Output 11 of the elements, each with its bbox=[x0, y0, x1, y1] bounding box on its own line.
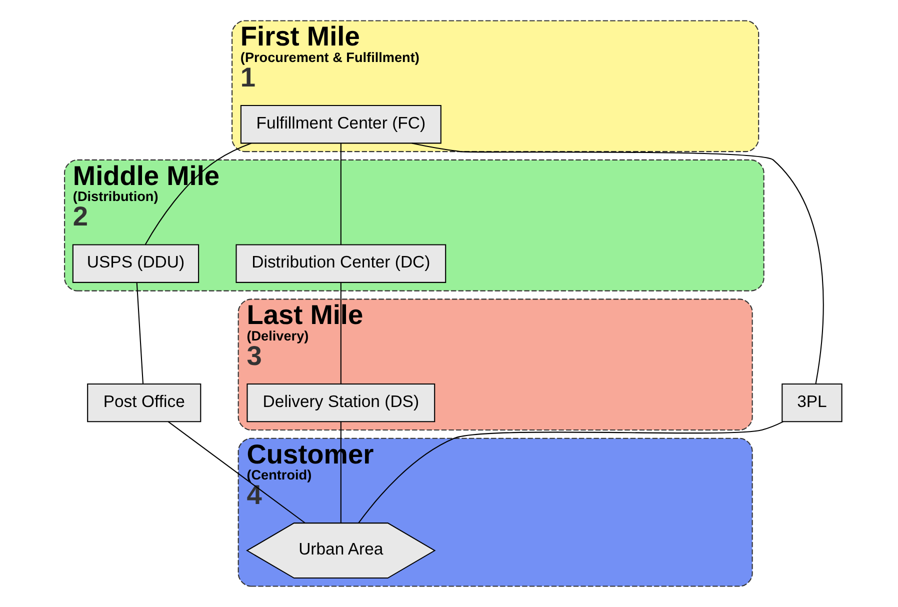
connector bbox=[136, 282, 144, 384]
connector bbox=[168, 421, 306, 524]
node-box: Post Office bbox=[87, 383, 202, 422]
node-box: 3PL bbox=[782, 383, 842, 422]
node-box: Delivery Station (DS) bbox=[246, 383, 436, 422]
connector bbox=[340, 143, 342, 245]
node-box: Fulfillment Center (FC) bbox=[240, 105, 442, 144]
node-box: USPS (DDU) bbox=[72, 244, 200, 283]
node-box: Distribution Center (DC) bbox=[236, 244, 446, 283]
connector bbox=[144, 142, 252, 245]
connector bbox=[358, 421, 784, 524]
